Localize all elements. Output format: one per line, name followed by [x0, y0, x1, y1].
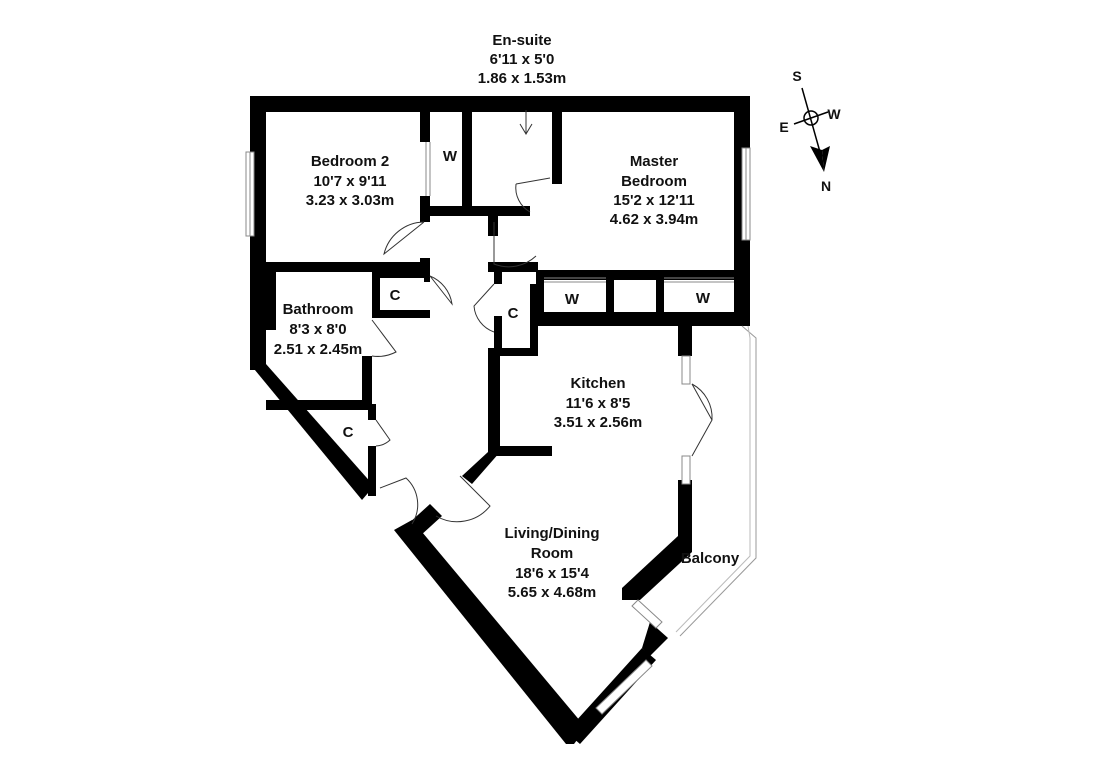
window-living — [595, 659, 653, 715]
wardrobe-master-right: W — [696, 290, 711, 307]
living-name-line1: Living/Dining — [505, 525, 600, 542]
living-name-line2: Room — [531, 545, 574, 562]
compass-needle-icon — [810, 146, 824, 172]
compass: S W E N — [779, 68, 841, 194]
ensuite-metric: 1.86 x 1.53m — [478, 70, 566, 87]
doors — [371, 110, 713, 525]
cupboard-hall-top: C — [390, 287, 401, 304]
bathroom-imperial: 8'3 x 8'0 — [289, 321, 346, 338]
outer-walls — [250, 96, 750, 744]
compass-west: W — [827, 106, 841, 122]
bathroom-metric: 2.51 x 2.45m — [274, 341, 362, 358]
bedroom2-name: Bedroom 2 — [311, 153, 389, 170]
master-name-line1: Master — [630, 153, 679, 170]
kitchen-name: Kitchen — [570, 375, 625, 392]
compass-south: S — [792, 68, 801, 84]
window-balcony-door — [631, 599, 663, 629]
bedroom2-imperial: 10'7 x 9'11 — [313, 173, 386, 190]
cupboard-hall-middle: C — [508, 305, 519, 322]
wardrobe-master-left: W — [565, 291, 580, 308]
compass-north: N — [821, 178, 831, 194]
living-metric: 5.65 x 4.68m — [508, 584, 596, 601]
master-metric: 4.62 x 3.94m — [610, 211, 698, 228]
kitchen-imperial: 11'6 x 8'5 — [566, 395, 631, 412]
wardrobe-bedroom2: W — [443, 148, 458, 165]
bathroom-name: Bathroom — [283, 301, 354, 318]
interior-walls — [250, 112, 736, 496]
ensuite-imperial: 6'11 x 5'0 — [490, 51, 555, 68]
compass-circle — [803, 110, 819, 126]
room-labels: En-suite 6'11 x 5'0 1.86 x 1.53m Bedroom… — [274, 32, 740, 601]
cupboard-hall-bottom: C — [343, 424, 354, 441]
compass-east: E — [779, 119, 788, 135]
bedroom2-metric: 3.23 x 3.03m — [306, 192, 394, 209]
window-kitchen-upper — [681, 355, 691, 385]
kitchen-metric: 3.51 x 2.56m — [554, 414, 642, 431]
living-imperial: 18'6 x 15'4 — [515, 565, 590, 582]
balcony-name: Balcony — [681, 550, 740, 567]
windows — [245, 142, 757, 715]
window-kitchen-lower — [681, 455, 691, 485]
master-name-line2: Bedroom — [621, 173, 687, 190]
ensuite-name: En-suite — [492, 32, 551, 49]
master-imperial: 15'2 x 12'11 — [613, 192, 694, 209]
